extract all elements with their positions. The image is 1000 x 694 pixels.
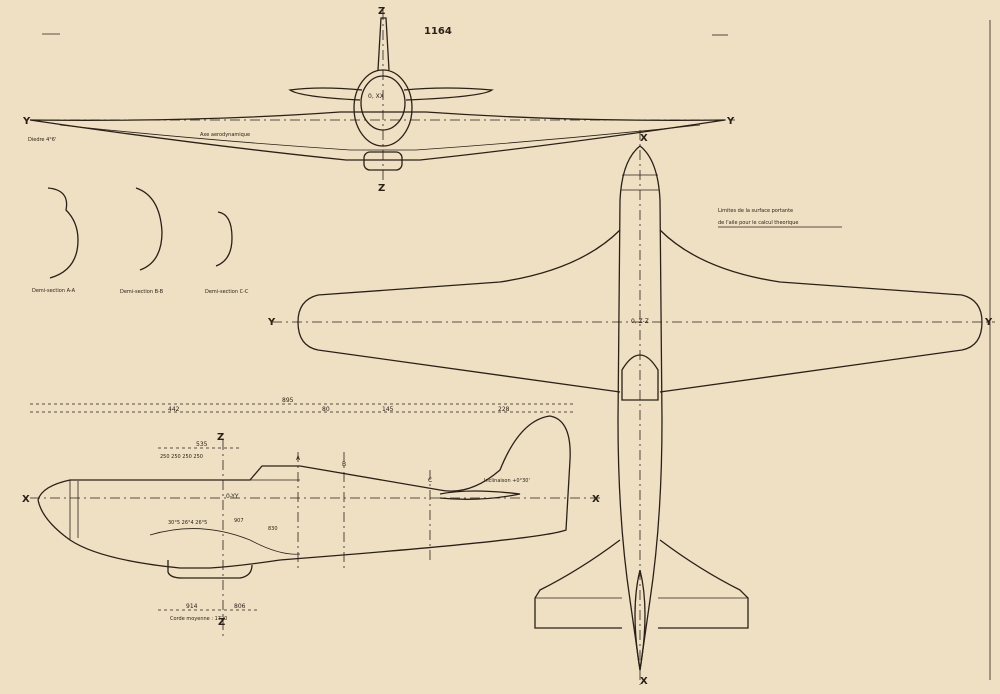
half-sections: Demi-section A-A Demi-section B-B Demi-s… xyxy=(32,187,249,295)
section-a-marker: A xyxy=(296,455,301,462)
plan-axis-y-right: Y xyxy=(984,317,993,328)
corde-label: Corde moyenne : 1720 xyxy=(170,616,227,622)
front-origin-label: 0, XX xyxy=(368,93,384,100)
dim-535: 535 xyxy=(196,441,208,448)
plan-axis-x-bottom: X xyxy=(640,676,648,687)
dim-80: 80 xyxy=(322,406,330,413)
dim-442: 442 xyxy=(168,406,180,413)
side-axis-z-bottom: Z xyxy=(218,617,225,628)
plan-axis-y-left: Y xyxy=(267,317,276,328)
plan-axis-x-top: X xyxy=(640,133,648,144)
dim-228: 228 xyxy=(498,406,510,413)
dim-830: 830 xyxy=(268,526,278,532)
section-c-marker: C xyxy=(428,477,432,484)
dihedral-label: Diedre 4°6' xyxy=(28,137,56,143)
lifting-surface-note-2: de l'aile pour le calcul theorique xyxy=(718,220,798,226)
front-axis-y-right: Y xyxy=(726,116,735,127)
section-c-label: Demi-section C-C xyxy=(205,289,249,295)
front-axis-y-left: Y xyxy=(22,116,31,127)
dim-806: 806 xyxy=(234,603,246,610)
dim-914: 914 xyxy=(186,603,198,610)
station-row: 250 250 250 250 xyxy=(160,454,203,460)
section-a-label: Demi-section A-A xyxy=(32,288,76,294)
dim-145: 145 xyxy=(382,406,394,413)
lifting-surface-note-1: Limites de la surface portante xyxy=(718,208,793,214)
section-b-label: Demi-section B-B xyxy=(120,289,164,295)
front-axis-z-bottom: Z xyxy=(378,183,385,194)
angles-label: 30°5 26°4 26°5 xyxy=(168,520,207,526)
side-axis-x-left: X xyxy=(22,494,30,505)
front-axis-z-top: Z xyxy=(378,6,385,17)
dim-895: 895 xyxy=(282,397,294,404)
side-view: X X Z Z A B C 0-YY Inclinaison +0°30' 30… xyxy=(22,397,600,640)
section-b-marker: B xyxy=(342,461,346,468)
side-axis-z-top: Z xyxy=(217,432,224,443)
plan-origin-label: 0, Z-Z xyxy=(631,318,649,325)
side-axis-x-right: X xyxy=(592,494,600,505)
dim-907: 907 xyxy=(234,518,244,524)
sheet-number: 1164 xyxy=(424,26,452,37)
aero-axis-label: Axe aerodynamique xyxy=(200,132,250,138)
inclination-label: Inclinaison +0°30' xyxy=(484,478,530,484)
side-origin-label: 0-YY xyxy=(226,493,239,500)
plan-view: X X Y Y 0, Z-Z Limites de la surface por… xyxy=(267,130,995,687)
front-view: Z Z Y Y 0, XX Diedre 4°6' Axe aerodynami… xyxy=(22,6,735,194)
